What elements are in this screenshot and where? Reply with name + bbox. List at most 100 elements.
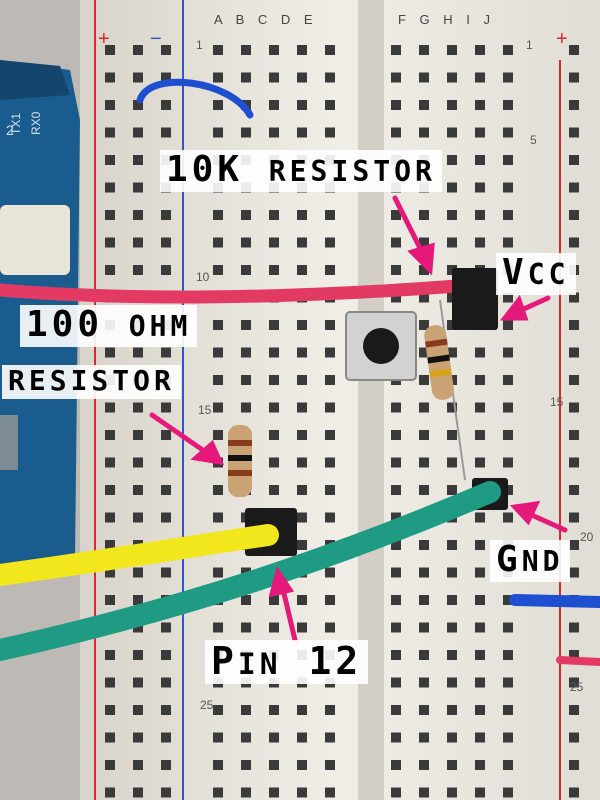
breadboard-hole (161, 732, 171, 743)
breadboard-hole (161, 457, 171, 468)
breadboard-hole (503, 45, 513, 55)
breadboard-hole (161, 650, 171, 660)
breadboard-hole (105, 127, 115, 138)
breadboard-hole (447, 72, 457, 83)
breadboard-hole (391, 677, 401, 688)
breadboard-hole (391, 540, 401, 550)
row-number-10: 10 (196, 270, 210, 284)
breadboard-hole (475, 787, 485, 798)
breadboard-hole (569, 292, 579, 303)
breadboard-hole (503, 677, 513, 688)
breadboard-hole (269, 787, 279, 798)
arrow-100ohm-head (190, 439, 225, 466)
breadboard-hole (447, 210, 457, 220)
breadboard-hole (241, 732, 251, 743)
breadboard-hole (419, 677, 429, 688)
breadboard-hole (105, 402, 115, 413)
breadboard-hole (297, 787, 307, 798)
breadboard-hole (297, 540, 307, 550)
breadboard-hole (447, 760, 457, 770)
breadboard-hole (419, 265, 429, 275)
breadboard-hole (569, 622, 579, 633)
breadboard-hole (241, 375, 251, 385)
row-number-1-right: 1 (526, 38, 533, 52)
breadboard-hole (475, 45, 485, 55)
breadboard-hole (105, 457, 115, 468)
breadboard-hole (447, 402, 457, 413)
breadboard-hole (419, 705, 429, 715)
breadboard-hole (133, 430, 143, 440)
breadboard-hole (269, 457, 279, 468)
breadboard-hole (569, 430, 579, 440)
breadboard-hole (133, 677, 143, 688)
breadboard-hole (475, 650, 485, 660)
wire-teal (0, 481, 501, 661)
breadboard-hole (475, 182, 485, 193)
breadboard-hole (569, 127, 579, 138)
wire-red-bottom (556, 656, 600, 666)
breadboard-hole (475, 100, 485, 110)
breadboard-hole (475, 760, 485, 770)
breadboard-hole (569, 650, 579, 660)
breadboard-hole (419, 540, 429, 550)
breadboard-hole (325, 457, 335, 468)
breadboard-hole (213, 512, 223, 523)
breadboard-hole (161, 237, 171, 248)
label-gnd-rest: ND (521, 545, 564, 578)
breadboard-hole (325, 347, 335, 358)
row-number-5: 5 (530, 133, 537, 147)
breadboard-hole (325, 375, 335, 385)
breadboard-hole (569, 457, 579, 468)
breadboard-hole (133, 760, 143, 770)
breadboard-hole (213, 347, 223, 358)
arrow-gnd-head (509, 500, 541, 526)
row-number-1-left: 1 (196, 38, 203, 52)
breadboard-hole (503, 210, 513, 220)
breadboard-hole (569, 210, 579, 220)
breadboard-hole (475, 127, 485, 138)
breadboard-hole (419, 485, 429, 495)
breadboard-hole (447, 182, 457, 193)
breadboard-hole (391, 237, 401, 248)
breadboard-hole (503, 292, 513, 303)
breadboard-hole (447, 430, 457, 440)
breadboard-hole (419, 760, 429, 770)
arduino-tx-label: TX1 (9, 113, 23, 135)
breadboard-hole (447, 237, 457, 248)
breadboard-hole (105, 705, 115, 715)
breadboard-hole (569, 320, 579, 330)
breadboard-hole (569, 677, 579, 688)
breadboard-hole (105, 595, 115, 605)
breadboard-hole (325, 210, 335, 220)
breadboard-hole (105, 210, 115, 220)
breadboard-hole (391, 595, 401, 605)
breadboard-hole (447, 787, 457, 798)
label-gnd: GND (490, 540, 570, 582)
breadboard-hole (419, 430, 429, 440)
breadboard-hole (503, 595, 513, 605)
breadboard-hole (133, 265, 143, 275)
breadboard-hole (325, 512, 335, 523)
breadboard-hole (475, 512, 485, 523)
breadboard-hole (133, 127, 143, 138)
breadboard-hole (391, 622, 401, 633)
breadboard-hole (475, 237, 485, 248)
breadboard-hole (503, 402, 513, 413)
row-number-20: 20 (580, 530, 594, 544)
breadboard-hole (391, 210, 401, 220)
breadboard-hole (325, 787, 335, 798)
breadboard-hole (297, 512, 307, 523)
breadboard-hole (269, 320, 279, 330)
wire-yellow (0, 524, 279, 586)
breadboard-hole (105, 430, 115, 440)
breadboard-hole (475, 457, 485, 468)
breadboard-hole (213, 787, 223, 798)
breadboard-hole (105, 237, 115, 248)
breadboard-hole (161, 567, 171, 578)
label-100-unit: OHM (128, 310, 192, 343)
breadboard-hole (391, 457, 401, 468)
breadboard-hole (325, 732, 335, 743)
breadboard-hole (391, 760, 401, 770)
breadboard-hole (241, 347, 251, 358)
resistor-100-ohm (228, 425, 252, 497)
